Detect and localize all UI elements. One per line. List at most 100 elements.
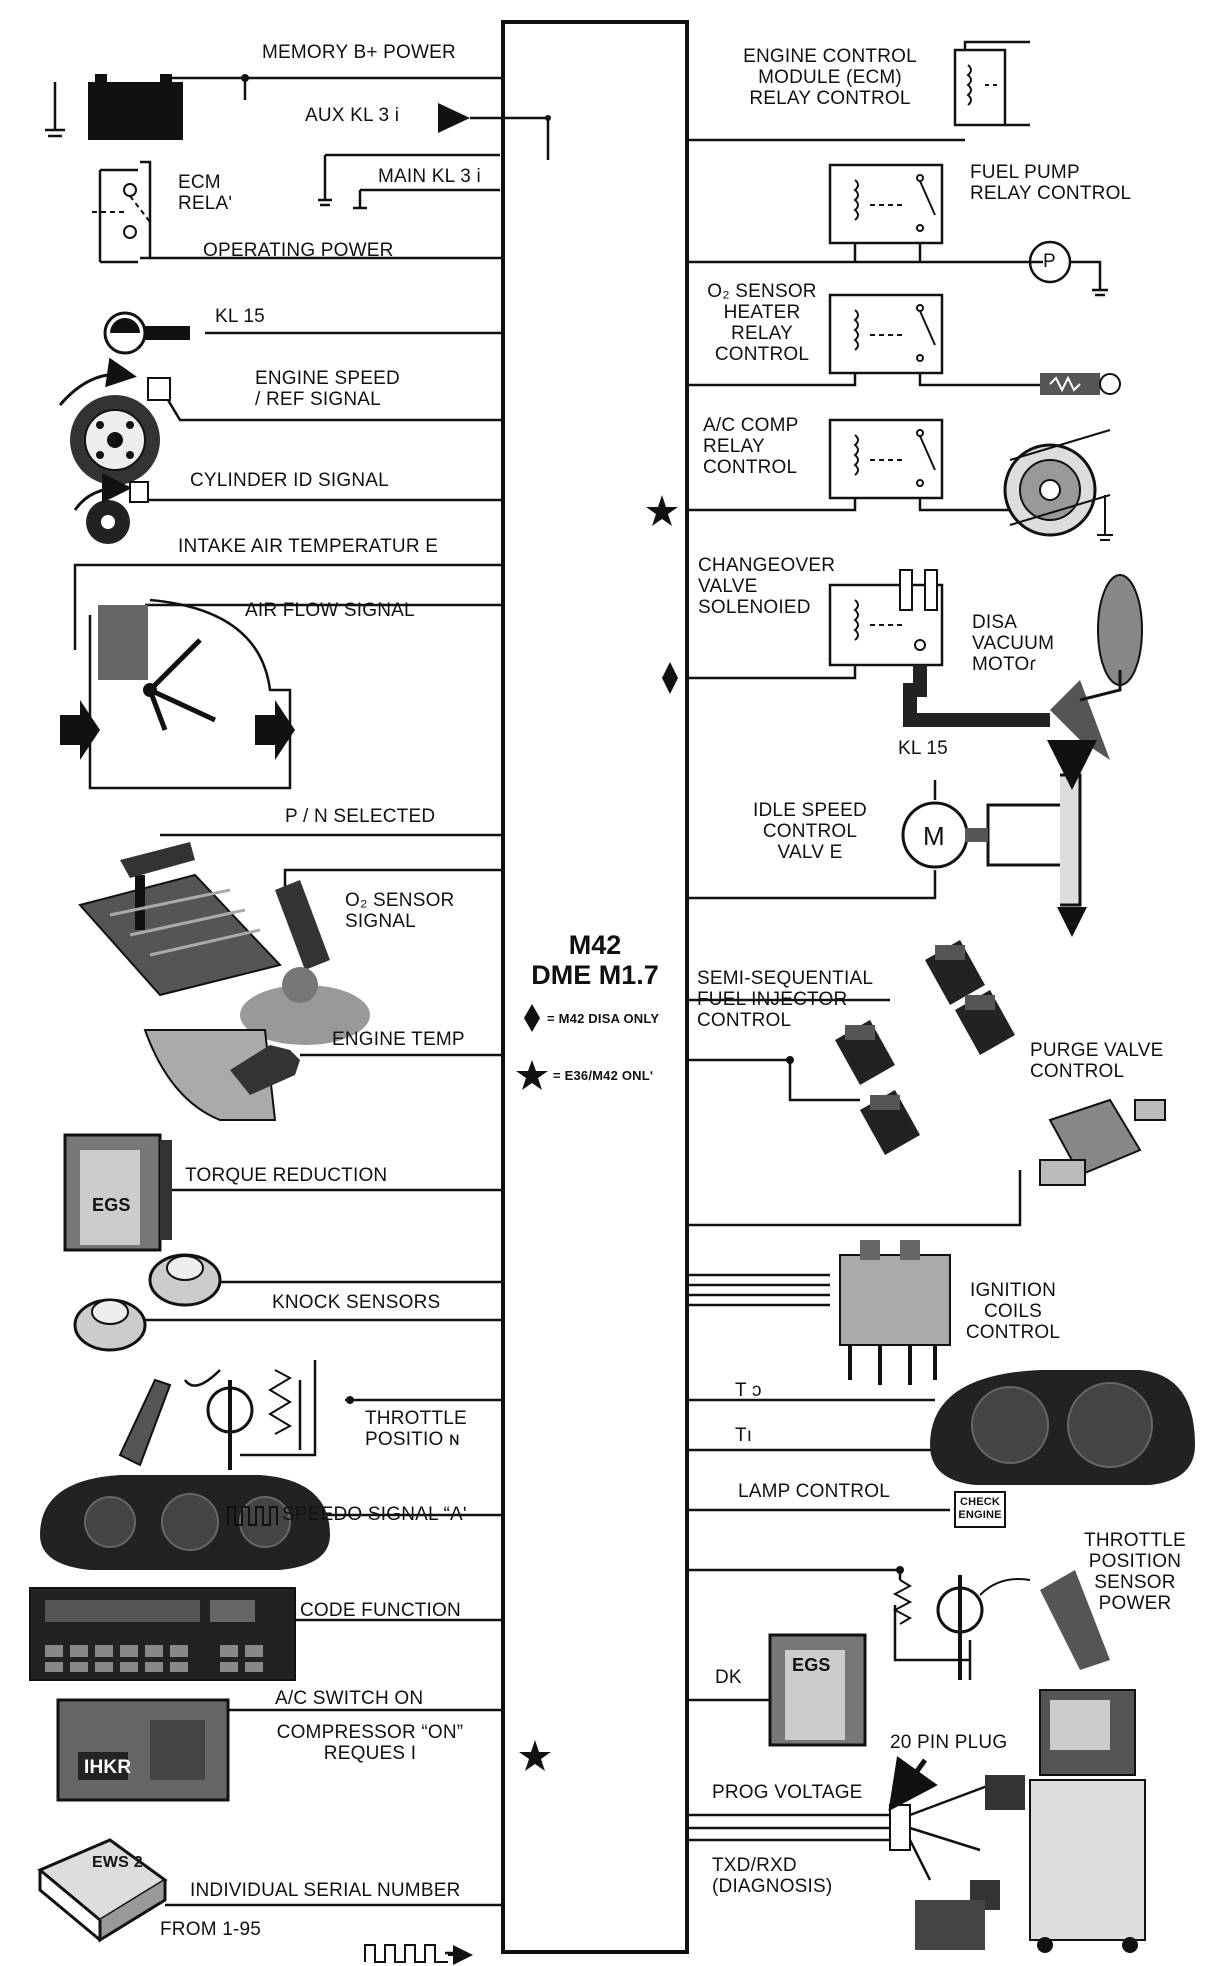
label-egs-right: EGS [792, 1655, 831, 1675]
label-serial-number: INDIVIDUAL SERIAL NUMBER [190, 1880, 461, 1901]
label-compressor-request: COMPRESSOR “ON”REQUES I [276, 1722, 464, 1764]
label-prog-voltage: PROG VOLTAGE [712, 1782, 863, 1803]
legend-diamond-text: = M42 DISA ONLY [547, 1011, 660, 1026]
label-knock-sensors: KNOCK SENSORS [272, 1292, 441, 1313]
aux-arrow-icon [438, 103, 470, 133]
o2-heater-relay-icon [853, 304, 936, 362]
label-operating-power: OPERATING POWER [203, 240, 394, 261]
ac-compressor-clutch-icon [1003, 429, 1113, 541]
label-pin-plug: 20 PIN PLUG [890, 1732, 1008, 1753]
star-marker-icon-2 [519, 1740, 551, 1771]
square-wave-icon [227, 1506, 278, 1526]
dme-module-box [501, 20, 689, 1954]
instrument-cluster-icon-left [40, 1475, 330, 1570]
fuel-injector-icons [835, 940, 1015, 1155]
label-memory-power: MEMORY B+ POWER [262, 42, 456, 63]
ihkr-module-icon [56, 1698, 230, 1802]
changeover-box [828, 583, 944, 667]
cam-sensor-icon [73, 473, 149, 544]
label-kl15-right: KL 15 [898, 738, 948, 759]
label-speedo-signal: SPEEDO SIGNAL “Aʹ [282, 1504, 467, 1525]
check-engine-lamp-icon [954, 1491, 1006, 1528]
label-egs-left: EGS [92, 1195, 131, 1215]
label-cylinder-id: CYLINDER ID SIGNAL [190, 470, 389, 491]
label-ews: EWS 2 [92, 1854, 143, 1871]
label-intake-air-temp: INTAKE AIR TEMPERATUR E [178, 536, 439, 557]
idle-motor-icon [901, 740, 1097, 937]
fuel-pump-relay-icon [853, 174, 936, 232]
diagnostic-tester-icon [889, 1689, 1146, 1953]
battery-icon [88, 74, 183, 140]
label-engine-speed: ENGINE SPEED/ REF SIGNAL [255, 368, 400, 410]
ews-module-icon [37, 1838, 168, 1943]
legend-star-icon [516, 1060, 548, 1090]
instrument-cluster-icon-right [930, 1370, 1195, 1485]
ecm-relay-ctrl-icon [966, 64, 1000, 106]
label-from-date: FROM 1-95 [160, 1919, 262, 1940]
label-kl15: KL 15 [215, 306, 265, 327]
wire-intake-temp [73, 563, 503, 650]
module-title-line2: DME M1.7 [531, 960, 659, 990]
label-code-function: CODE FUNCTION [300, 1600, 461, 1621]
tps-pedal-icon [892, 1570, 1110, 1680]
label-pn-selected: P / N SELECTED [285, 806, 436, 827]
motor-symbol: M [923, 821, 945, 851]
label-ihkr: IHKR [84, 1757, 132, 1778]
legend-star-text: = E36/M42 ONLʹ [553, 1068, 654, 1083]
wire-aux-kl [470, 116, 550, 160]
coolant-temp-sensor-icon [143, 1029, 300, 1121]
wire-injector-2 [687, 1058, 860, 1102]
key-icon [103, 311, 190, 355]
fuel-pump-relay-box [828, 163, 944, 245]
radio-code-icon [29, 1587, 296, 1681]
knock-sensor-icon-1 [148, 1253, 222, 1307]
label-ac-switch: A/C SWITCH ON [275, 1688, 424, 1709]
star-marker-icon [646, 495, 678, 526]
label-dk: DK [715, 1667, 742, 1688]
label-aux-kl: AUX KL 3 i [305, 105, 400, 126]
module-title-line1: M42 [568, 930, 622, 960]
ac-relay-box [828, 418, 944, 500]
label-ti: Tı [735, 1425, 753, 1446]
o2-heater-icon [1040, 373, 1121, 395]
ignition-coils-icon [839, 1240, 951, 1385]
label-air-flow: AIR FLOW SIGNAL [245, 600, 415, 621]
label-main-kl: MAIN KL 3 i [378, 166, 481, 187]
o2-heater-relay-box [828, 293, 944, 375]
label-txd-rxd: TXD/RXD(DIAGNOSIS) [712, 1855, 833, 1897]
label-lamp-control: LAMP CONTROL [738, 1481, 890, 1502]
throttle-pedal-icon [118, 1369, 293, 1470]
wire-engine-speed [163, 394, 503, 422]
egs-module-icon [63, 1133, 172, 1252]
label-torque-reduction: TORQUE REDUCTION [185, 1165, 388, 1186]
legend-diamond-icon [524, 1004, 540, 1032]
crank-wheel-icon [58, 357, 171, 485]
diamond-marker-icon [662, 662, 678, 694]
wire-idle-speed [687, 870, 937, 900]
egs-module-icon-right [768, 1633, 867, 1747]
changeover-valve-icon [853, 569, 938, 651]
gear-shifter-icon [78, 842, 282, 997]
pump-symbol: P [1043, 251, 1056, 272]
o2-sensor-icon [240, 880, 370, 1045]
label-td: T ɔ [735, 1380, 762, 1401]
purge-valve-icon [1039, 1098, 1166, 1186]
air-flow-meter-icon [60, 605, 295, 760]
disa-vacuum-motor-icon [1050, 574, 1143, 760]
serial-wave-icon [364, 1944, 473, 1965]
